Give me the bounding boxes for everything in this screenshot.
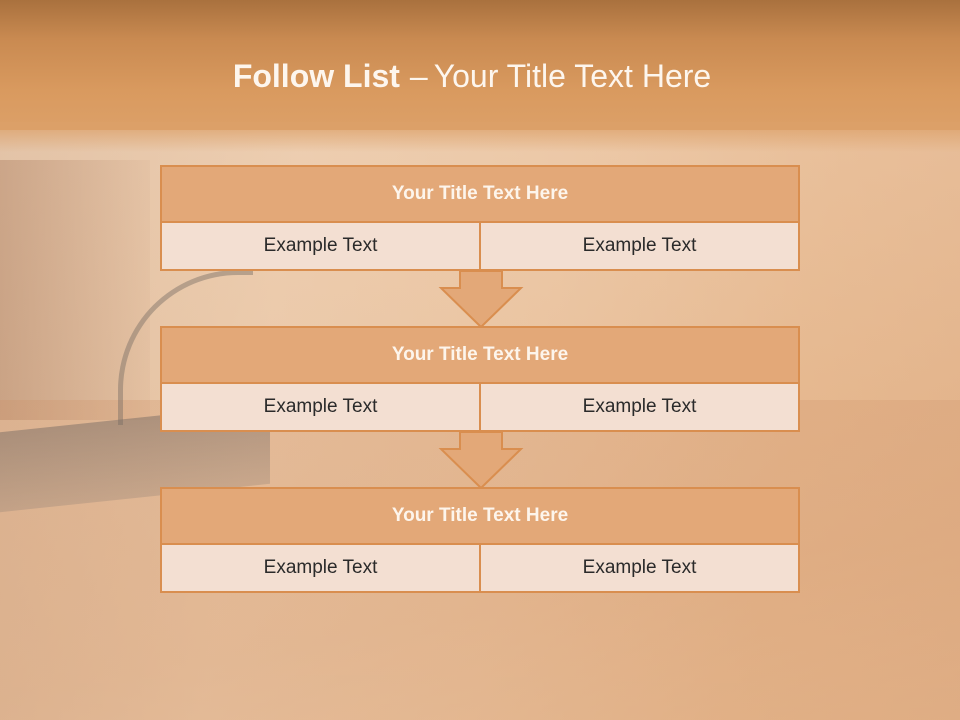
title-bar-fade — [0, 122, 960, 152]
block-title: Your Title Text Here — [162, 489, 798, 545]
title-bar — [0, 0, 960, 130]
down-arrow-icon — [438, 431, 524, 489]
block-cell-left: Example Text — [162, 545, 479, 591]
down-arrow-icon — [438, 270, 524, 328]
block-cell-right: Example Text — [479, 223, 798, 269]
block-title: Your Title Text Here — [162, 167, 798, 223]
block-cell-right: Example Text — [479, 545, 798, 591]
slide-title-separator: – — [409, 58, 428, 94]
block-cell-left: Example Text — [162, 223, 479, 269]
slide-title: Follow List–Your Title Text Here — [0, 56, 944, 96]
block-row: Example Text Example Text — [162, 384, 798, 430]
follow-block-2: Your Title Text Here Example Text Exampl… — [160, 326, 800, 432]
follow-block-1: Your Title Text Here Example Text Exampl… — [160, 165, 800, 271]
block-cell-left: Example Text — [162, 384, 479, 430]
slide-title-bold: Follow List — [232, 58, 400, 94]
follow-block-3: Your Title Text Here Example Text Exampl… — [160, 487, 800, 593]
block-row: Example Text Example Text — [162, 223, 798, 269]
block-title: Your Title Text Here — [162, 328, 798, 384]
slide-title-rest: Your Title Text Here — [433, 58, 712, 94]
block-cell-right: Example Text — [479, 384, 798, 430]
block-row: Example Text Example Text — [162, 545, 798, 591]
